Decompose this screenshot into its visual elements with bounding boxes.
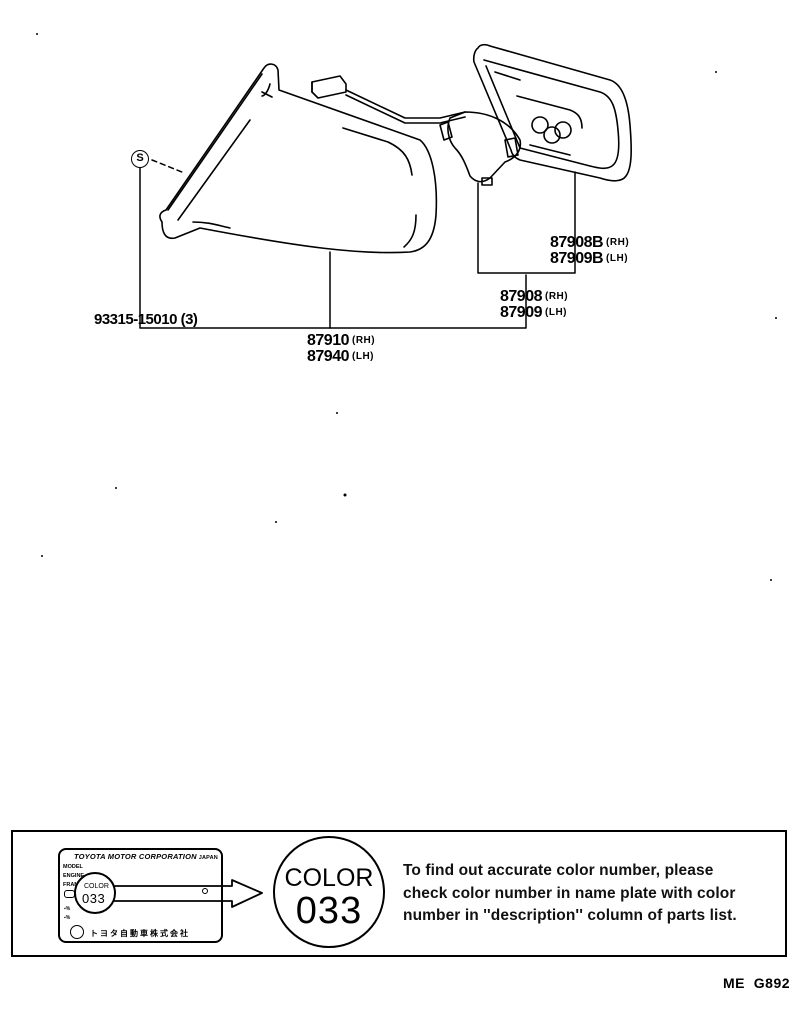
name-plate-footer: トヨタ自動車株式会社 xyxy=(90,929,190,938)
side-indicator: (LH) xyxy=(352,351,374,362)
instruction-line: check color number in name plate with co… xyxy=(403,884,736,902)
plate-rivet-icon xyxy=(202,888,208,894)
side-indicator: (RH) xyxy=(545,291,569,302)
color-instruction-text: To find out accurate color number, pleas… xyxy=(403,860,783,928)
wire-connector-icon xyxy=(311,75,466,124)
name-plate-color-label: COLOR xyxy=(84,883,109,890)
side-indicator: (LH) xyxy=(606,253,629,264)
name-plate-color-callout: COLOR 033 xyxy=(74,872,116,914)
label-glass-lh: 87909B(LH) xyxy=(550,251,628,267)
part-number: 87940 xyxy=(307,348,350,365)
name-plate-color-code: 033 xyxy=(82,891,106,906)
side-indicator: (LH) xyxy=(545,307,567,318)
label-screw-part-number: 93315-15010 (3) xyxy=(94,311,198,328)
label-sub-assy-lh: 87909(LH) xyxy=(500,305,567,321)
magnified-color-code: 033 xyxy=(295,890,363,932)
part-number: 87909 xyxy=(500,304,543,321)
name-plate-row-frame: FRAME xyxy=(63,882,83,888)
page-reference-code: ME G892 xyxy=(723,975,791,991)
mirror-glass-plate-icon xyxy=(472,43,632,182)
label-mirror-lh: 87940(LH) xyxy=(307,349,374,365)
magnified-color-label: COLOR xyxy=(284,864,374,892)
part-number: 87909B xyxy=(550,250,604,267)
part-number: 87908B xyxy=(550,234,604,251)
part-number: 87910 xyxy=(307,332,350,349)
mirror-housing-icon xyxy=(159,63,438,254)
side-indicator: (RH) xyxy=(352,335,376,346)
name-plate-row-engine: ENGINE xyxy=(63,873,85,879)
label-mirror-rh: 87910(RH) xyxy=(307,333,375,349)
name-plate-row-model: MODEL xyxy=(63,864,83,870)
color-info-box xyxy=(11,830,787,957)
part-number: 87908 xyxy=(500,288,543,305)
magnified-color-callout: COLOR 033 xyxy=(273,836,385,948)
plate-small-marking: ▪% xyxy=(64,906,71,912)
plate-emblem-icon xyxy=(70,925,84,939)
side-indicator: (RH) xyxy=(606,237,630,248)
actuator-motor-icon xyxy=(439,111,522,186)
label-glass-rh: 87908B(RH) xyxy=(550,235,629,251)
screw-symbol-marker: S xyxy=(131,150,149,168)
leader-lines xyxy=(139,159,576,329)
plate-small-marking: ▪% xyxy=(64,915,71,921)
instruction-line: To find out accurate color number, pleas… xyxy=(403,862,714,879)
instruction-line: number in ''description'' column of part… xyxy=(403,907,737,924)
name-plate-country: JAPAN xyxy=(198,855,218,861)
scan-specks xyxy=(36,33,777,581)
label-sub-assy-rh: 87908(RH) xyxy=(500,289,568,305)
pointer-arrow-icon xyxy=(113,879,263,908)
